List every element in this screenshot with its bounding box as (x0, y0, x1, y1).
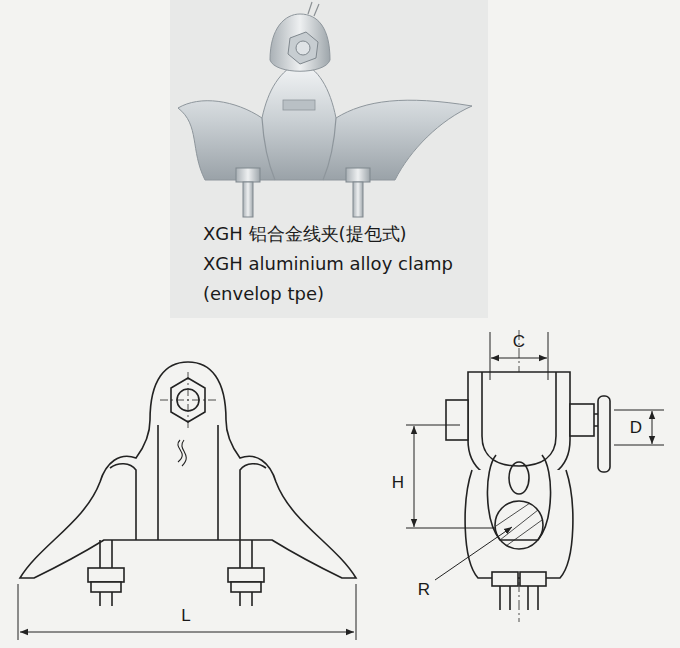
dimension-label: H (392, 474, 404, 493)
dimension-label: R (418, 581, 430, 600)
product-photo (170, 0, 488, 318)
dimension-label: D (630, 419, 642, 438)
caption-line: XGH aluminium alloy clamp (203, 254, 453, 274)
caption-line: (envelop tpe) (203, 284, 324, 304)
dimension-label: C (513, 333, 525, 352)
side-view (406, 330, 664, 622)
caption-line: XGH 铝合金线夹(提包式) (203, 224, 407, 244)
front-view (18, 362, 356, 640)
dimension-label: L (181, 607, 190, 626)
